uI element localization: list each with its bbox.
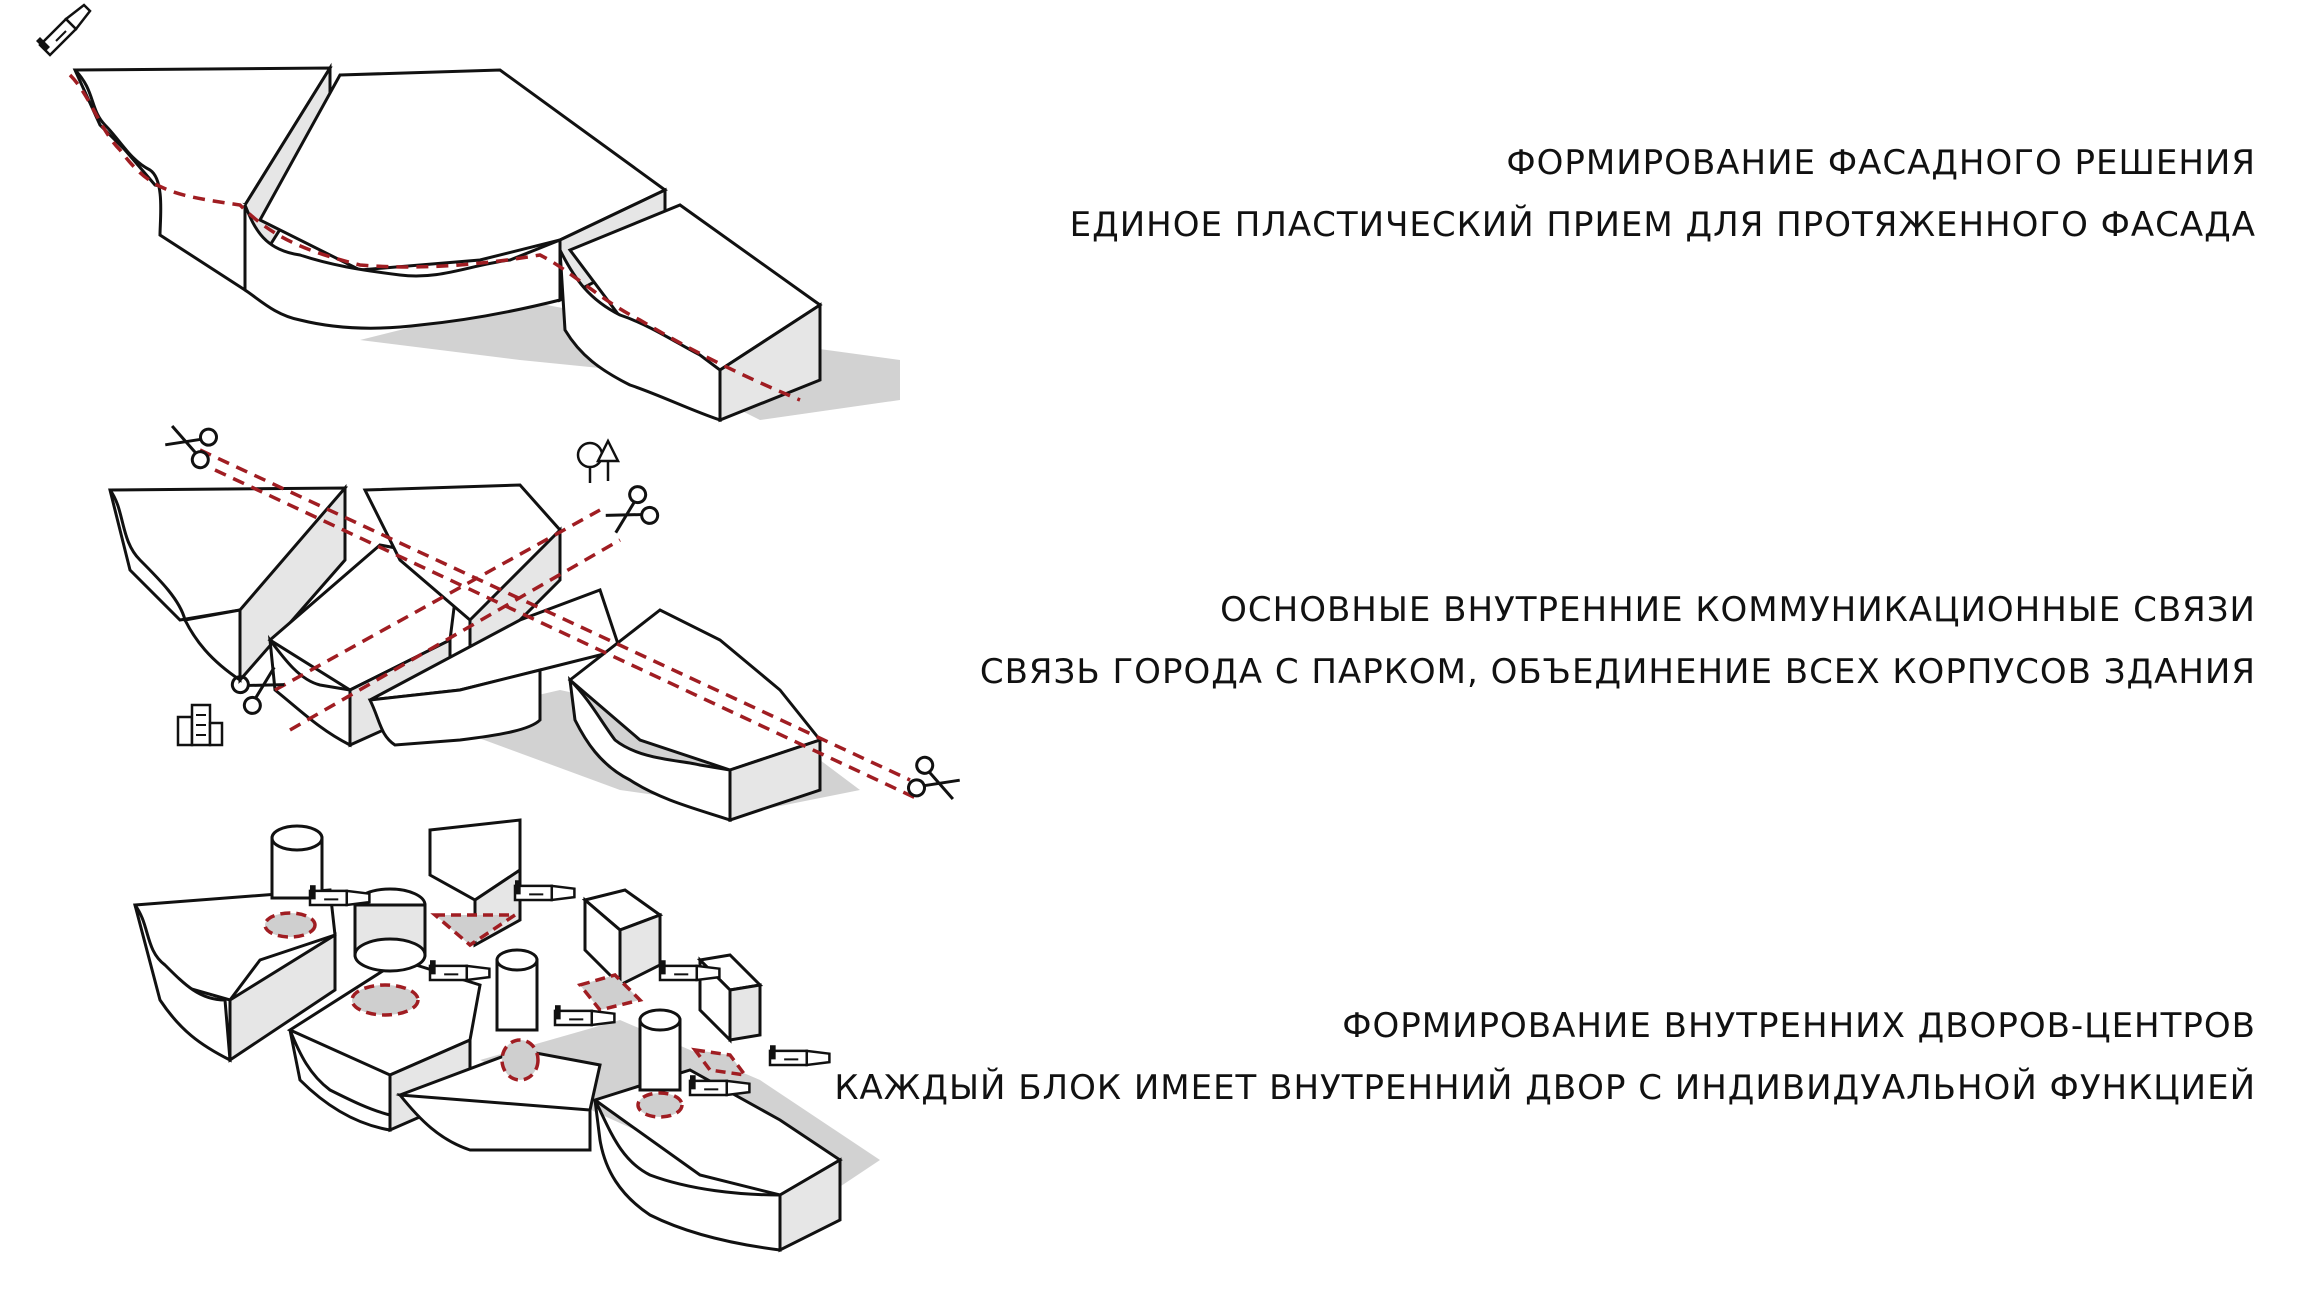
block-e <box>567 608 823 823</box>
section-1-heading: ФОРМИРОВАНИЕ ФАСАДНОГО РЕШЕНИЯ <box>1506 143 2256 183</box>
block-3 <box>558 203 823 423</box>
section-1-subheading: ЕДИНОЕ ПЛАСТИЧЕСКИЙ ПРИЕМ ДЛЯ ПРОТЯЖЕННО… <box>1069 205 2256 245</box>
section-3-heading: ФОРМИРОВАНИЕ ВНУТРЕННИХ ДВОРОВ-ЦЕНТРОВ <box>1342 1006 2256 1046</box>
section-2-subheading: СВЯЗЬ ГОРОДА С ПАРКОМ, ОБЪЕДИНЕНИЕ ВСЕХ … <box>979 652 2256 692</box>
prism-block <box>428 818 522 948</box>
trees-icon <box>576 438 621 483</box>
courtyard-markers <box>263 911 749 1119</box>
cube-1 <box>581 888 664 989</box>
cylinder-3 <box>638 1008 682 1092</box>
panel-facade <box>34 3 900 423</box>
cylinder-2 <box>495 948 539 1032</box>
cube-2 <box>696 953 764 1044</box>
panel-links <box>108 415 965 823</box>
base-block-3 <box>395 1048 602 1152</box>
block-a <box>108 483 349 684</box>
panel-courtyards <box>132 818 880 1253</box>
section-3-subheading: КАЖДЫЙ БЛОК ИМЕЕТ ВНУТРЕННИЙ ДВОР С ИНДИ… <box>834 1068 2256 1108</box>
block-2 <box>243 68 668 330</box>
city-building-icon <box>176 703 224 747</box>
block-d <box>367 588 622 747</box>
section-2-heading: ОСНОВНЫЕ ВНУТРЕННИЕ КОММУНИКАЦИОННЫЕ СВЯ… <box>1220 590 2256 630</box>
facade-cut-line <box>68 73 801 402</box>
oval-block <box>353 887 427 973</box>
link-lines <box>199 448 921 802</box>
base-block-2 <box>286 958 482 1133</box>
